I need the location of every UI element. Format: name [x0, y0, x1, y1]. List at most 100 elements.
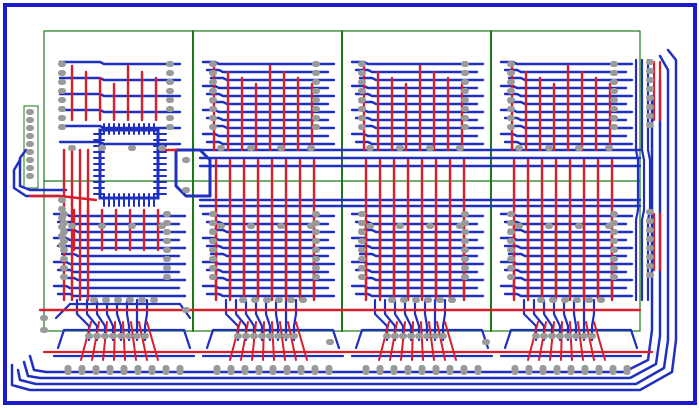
driver-red-trace: [279, 321, 286, 361]
row-trace: [358, 100, 479, 106]
row-trace: [58, 108, 182, 114]
pad: [58, 197, 66, 203]
pad: [396, 145, 404, 151]
driver-red-trace: [287, 321, 297, 361]
pad: [242, 333, 250, 339]
row-trace: [354, 244, 485, 250]
pad: [93, 333, 101, 339]
pad: [277, 145, 285, 151]
pad: [209, 211, 217, 217]
pad: [58, 115, 66, 121]
row-trace: [358, 76, 485, 82]
row-trace: [507, 124, 634, 130]
pad: [460, 365, 468, 375]
row-trace: [58, 140, 182, 146]
driver-red-trace: [400, 321, 406, 361]
pad: [396, 223, 404, 229]
row-trace: [503, 292, 634, 298]
pad: [134, 365, 142, 375]
pad: [26, 117, 34, 123]
pad: [40, 327, 48, 333]
outer-bus-trace: [22, 78, 662, 380]
pad: [507, 61, 515, 67]
row-trace: [354, 140, 485, 146]
pad: [575, 145, 583, 151]
pad: [282, 333, 290, 339]
pad: [98, 223, 106, 229]
pad: [588, 333, 596, 339]
driver-red-trace: [102, 321, 108, 361]
pad: [424, 297, 432, 303]
driver-red-trace: [271, 321, 275, 361]
pad: [507, 256, 515, 262]
pad: [166, 124, 174, 130]
pad: [623, 365, 631, 375]
row-trace: [52, 284, 181, 290]
pad: [166, 70, 174, 76]
pad: [26, 173, 34, 179]
pad: [58, 224, 66, 230]
row-trace: [58, 124, 182, 130]
pad: [312, 97, 320, 103]
pad: [358, 106, 366, 112]
pad: [358, 97, 366, 103]
row-trace: [499, 108, 634, 114]
pad: [461, 61, 469, 67]
pad: [507, 238, 515, 244]
pad: [358, 61, 366, 67]
row-trace: [58, 92, 182, 98]
row-trace: [350, 236, 479, 242]
row-trace: [201, 60, 336, 66]
pad: [366, 145, 374, 151]
row-trace: [209, 252, 330, 258]
row-trace: [209, 76, 336, 82]
pad: [507, 106, 515, 112]
pad: [209, 265, 217, 271]
pad: [58, 124, 66, 130]
driver-red-trace: [122, 321, 126, 361]
pad: [102, 297, 110, 303]
pad: [436, 297, 444, 303]
pad: [482, 339, 490, 345]
driver-red-trace: [569, 321, 573, 361]
connector-red-trace: [28, 194, 98, 202]
pad: [511, 365, 519, 375]
pad: [561, 297, 569, 303]
pad: [26, 149, 34, 155]
pad: [507, 229, 515, 235]
pad: [610, 79, 618, 85]
pad: [507, 70, 515, 76]
pad: [58, 88, 66, 94]
pad: [209, 88, 217, 94]
pad: [251, 297, 259, 303]
pad: [581, 365, 589, 375]
pad: [150, 297, 158, 303]
pad: [540, 333, 548, 339]
pad: [90, 297, 98, 303]
row-trace: [60, 276, 187, 282]
pad: [58, 70, 66, 76]
pad: [549, 297, 557, 303]
row-trace: [205, 244, 336, 250]
row-trace: [503, 68, 628, 74]
pad: [461, 97, 469, 103]
pad: [209, 124, 217, 130]
row-trace: [201, 236, 330, 242]
row-trace: [350, 60, 485, 66]
pad: [312, 256, 320, 262]
pad: [126, 297, 134, 303]
pad: [426, 223, 434, 229]
pad: [58, 106, 66, 112]
pad: [307, 145, 315, 151]
pad: [404, 365, 412, 375]
pad: [290, 333, 298, 339]
pad: [213, 365, 221, 375]
row-trace: [354, 68, 479, 74]
pad: [461, 88, 469, 94]
driver-red-trace: [538, 321, 547, 361]
pad: [418, 365, 426, 375]
pad: [209, 238, 217, 244]
pad: [163, 211, 171, 217]
row-trace: [58, 76, 182, 82]
pad: [26, 109, 34, 115]
